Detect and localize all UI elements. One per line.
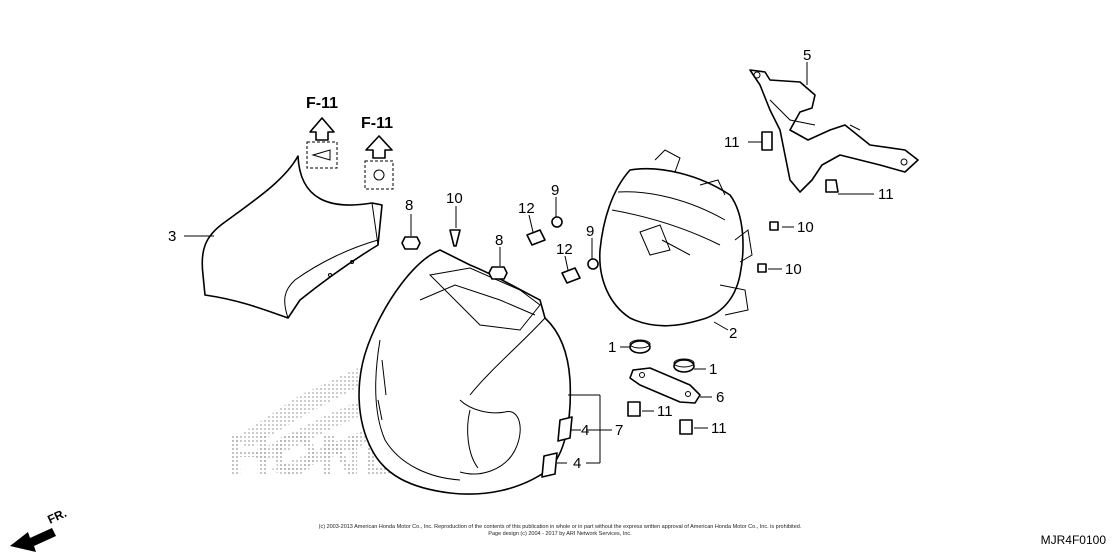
callout-8-right: 8 (495, 232, 503, 249)
callout-12-top: 12 (518, 200, 535, 217)
f11-reference-left (306, 117, 338, 169)
callout-9-bottom: 9 (586, 223, 594, 240)
f11-label-right: F-11 (361, 115, 393, 132)
f11-reference-right (364, 135, 394, 190)
callout-11-lower-right: 11 (711, 420, 727, 437)
part-1-grommets (629, 339, 695, 373)
callout-10-top: 10 (446, 190, 463, 207)
leader-lines (184, 62, 874, 464)
callout-9-top: 9 (551, 182, 559, 199)
part-3-cover (201, 155, 383, 319)
front-direction-label: FR. (45, 506, 68, 527)
front-direction-arrow (10, 528, 56, 552)
part-6-bracket (629, 367, 701, 404)
callout-1-left: 1 (608, 339, 616, 356)
callout-4-lower: 4 (573, 455, 581, 472)
callout-4-upper: 4 (581, 422, 589, 439)
callout-11-upper: 11 (724, 134, 740, 151)
part-4-strips (541, 416, 573, 478)
callout-10-lower: 10 (785, 261, 802, 278)
callout-7: 7 (615, 422, 623, 439)
part-5-stay (749, 69, 919, 193)
callout-5: 5 (803, 47, 811, 64)
diagram-code: MJR4F0100 (1041, 533, 1107, 547)
callout-12-bottom: 12 (556, 241, 573, 258)
callout-10-right: 10 (797, 219, 814, 236)
part-7-front-cowl (358, 249, 572, 495)
callout-8-left: 8 (405, 197, 413, 214)
callout-6: 6 (716, 389, 724, 406)
copyright-line-1: (c) 2003-2013 American Honda Motor Co., … (319, 524, 802, 530)
copyright-line-2: Page design (c) 2004 - 2017 by ARI Netwo… (488, 531, 632, 537)
part-2-headlight (599, 149, 753, 327)
f11-label-left: F-11 (306, 95, 338, 112)
fasteners (401, 131, 839, 435)
callout-11-lower-left: 11 (657, 403, 673, 420)
callout-11-right: 11 (878, 186, 894, 203)
callout-1-right: 1 (709, 361, 717, 378)
callout-3: 3 (168, 228, 176, 245)
callout-2: 2 (729, 325, 737, 342)
